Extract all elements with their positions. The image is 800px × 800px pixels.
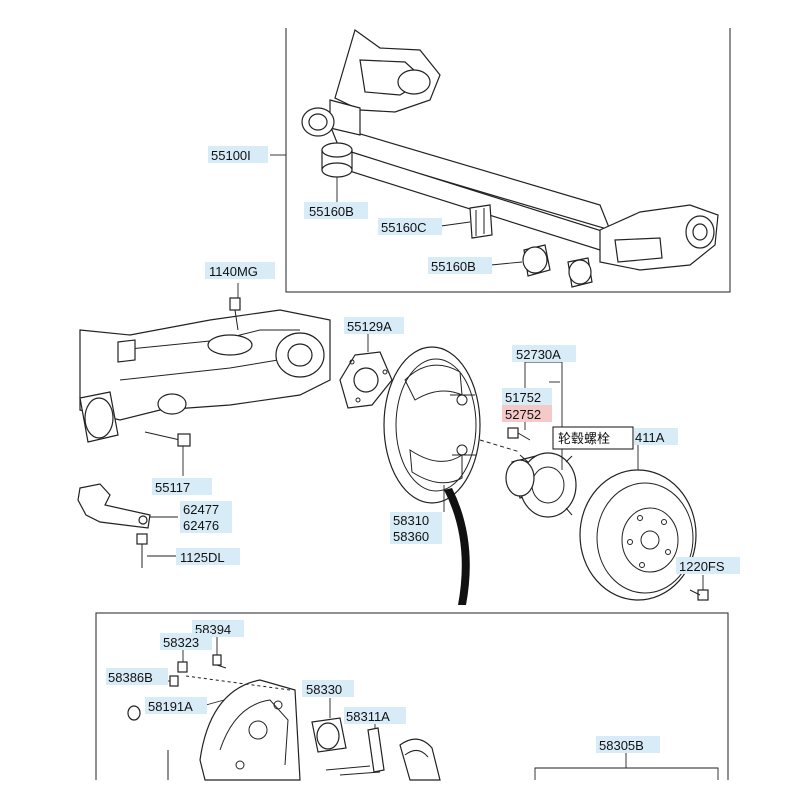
bolt-55117 [144,431,191,476]
label-bg [502,388,552,405]
label-bg [180,517,232,533]
part-label-58330[interactable]: 58330 [306,682,342,697]
part-label-55160C[interactable]: 55160C [381,220,427,235]
part-label-58310[interactable]: 58310 [393,513,429,528]
part-label-55160B-top[interactable]: 55160B [309,204,354,219]
part-label-58360[interactable]: 58360 [393,529,429,544]
bolt-1125dl [136,533,176,568]
label-bg [428,257,492,274]
label-bg [390,528,442,544]
label-bg [302,680,354,697]
part-label-1125DL[interactable]: 1125DL [180,550,225,565]
part-label-1140MG[interactable]: 1140MG [209,264,258,279]
bolt-1140mg [229,283,241,331]
part-label-58311A[interactable]: 58311A [346,709,390,724]
label-bg [176,548,240,565]
top-frame [285,28,731,293]
label-bg [634,428,678,445]
part-label-55129A[interactable]: 55129A [347,319,392,334]
part-label-411A[interactable]: 411A [635,430,665,445]
part-label-52730A[interactable]: 52730A [516,347,561,362]
label-bg [160,633,212,650]
part-label-58323[interactable]: 58323 [163,635,199,650]
label-bg [180,501,232,517]
callout-text-wheel-hub-bolt: 轮毂螺栓 [558,432,610,447]
part-label-1220FS[interactable]: 1220FS [679,559,725,574]
label-bg [378,218,442,235]
brake-drum-58411a [579,442,697,601]
label-bg [145,697,207,714]
bolt-1220fs [689,575,709,601]
curved-arrow [444,488,470,605]
bushing-55160b-top [321,142,353,178]
backing-plate-detail [199,679,301,781]
part-label-58191A[interactable]: 58191A [148,699,193,714]
gasket-55129a [339,334,393,409]
wheel-cylinder-58330 [311,698,347,753]
part-label-58386B[interactable]: 58386B [108,670,153,685]
label-bg [205,262,275,279]
part-label-55160B-low[interactable]: 55160B [431,259,476,274]
label-bg [344,707,406,724]
bracket-62477 [77,483,178,529]
label-bg [208,146,268,163]
part-label-62476[interactable]: 62476 [183,518,219,533]
part-label-51752[interactable]: 51752 [505,390,541,405]
cup-58191a [127,675,291,780]
part-label-62477[interactable]: 62477 [183,502,219,517]
label-bg [344,317,404,334]
part-label-52752[interactable]: 52752 [505,407,541,422]
hub-bearing-52730a [505,452,577,518]
part-label-58305B[interactable]: 58305B [599,738,644,753]
bushing-55160c [469,204,493,239]
callout-box [552,426,634,450]
label-bg-red [502,405,552,422]
label-bg [106,668,168,685]
spring-58323 [177,650,188,673]
label-bg [512,345,576,362]
part-label-55117[interactable]: 55117 [155,480,190,495]
label-bg [192,620,244,637]
wheel-bolt-51752 [507,427,531,441]
part-label-55100I[interactable]: 55100I [211,148,251,163]
shoe-kit-58305b [534,752,719,780]
torsion-beam-axle [301,29,719,271]
label-bg [152,478,212,495]
bottom-frame [95,612,729,780]
brake-backing-plate-58310 [383,346,481,512]
bushing-55160b-low [522,244,593,288]
label-bg [390,512,442,528]
beam-end-assembly [79,309,331,443]
brake-shoe-detail [399,738,441,781]
label-bg [596,736,660,753]
label-bg [676,557,740,574]
label-bg [304,202,368,219]
pin-58394 [212,637,227,669]
